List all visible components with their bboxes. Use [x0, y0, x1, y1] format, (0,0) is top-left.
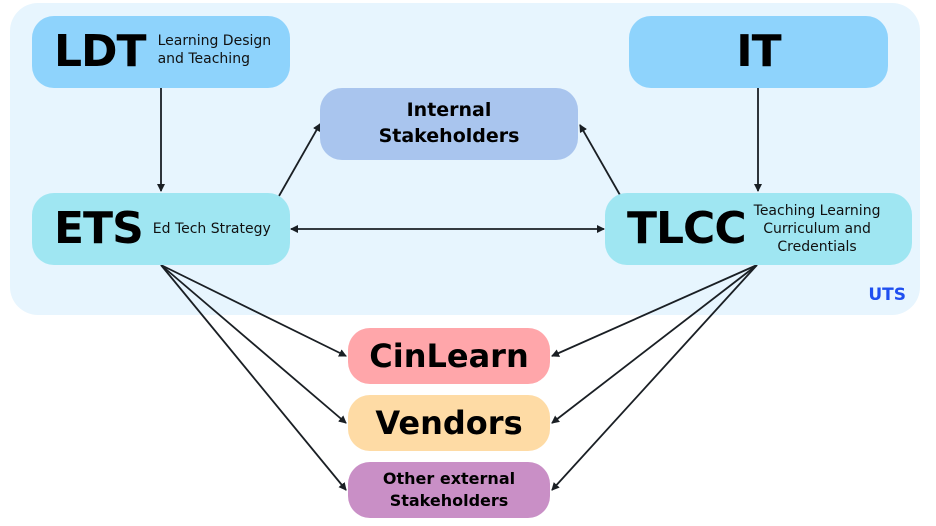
- ets-abbr: ETS: [54, 203, 144, 254]
- tlcc-desc-line1: Teaching Learning: [753, 202, 881, 219]
- internal-line2: Stakeholders: [378, 125, 520, 147]
- cinlearn-label: CinLearn: [369, 337, 529, 375]
- tlcc-abbr: TLCC: [627, 203, 747, 254]
- ldt-abbr: LDT: [54, 26, 147, 77]
- tlcc-desc-line3: Credentials: [777, 239, 857, 256]
- node-tlcc[interactable]: TLCC Teaching Learning Curriculum and Cr…: [605, 193, 912, 265]
- internal-line1: Internal: [406, 99, 492, 122]
- ets-desc: Ed Tech Strategy: [152, 220, 271, 237]
- node-ets[interactable]: ETS Ed Tech Strategy: [32, 193, 290, 265]
- internal-label: Internal Stakeholders: [379, 98, 520, 149]
- other-line1: Other external: [382, 469, 516, 489]
- tlcc-desc-line2: Curriculum and: [763, 220, 871, 237]
- node-ldt[interactable]: LDT Learning Design and Teaching: [32, 16, 290, 88]
- it-abbr: IT: [736, 26, 781, 77]
- ldt-desc-line1: Learning Design: [157, 32, 272, 49]
- node-cinlearn[interactable]: CinLearn: [348, 328, 550, 384]
- node-internal-stakeholders[interactable]: Internal Stakeholders: [320, 88, 578, 160]
- ldt-desc: Learning Design and Teaching: [158, 32, 272, 68]
- ldt-desc-line2: and Teaching: [157, 51, 250, 67]
- uts-label: UTS: [868, 285, 906, 305]
- other-line2: Stakeholders: [389, 491, 509, 510]
- other-label: Other external Stakeholders: [383, 468, 515, 511]
- node-other-external-stakeholders[interactable]: Other external Stakeholders: [348, 462, 550, 518]
- node-vendors[interactable]: Vendors: [348, 395, 550, 451]
- node-it[interactable]: IT: [629, 16, 888, 88]
- tlcc-desc: Teaching Learning Curriculum and Credent…: [754, 202, 881, 257]
- vendors-label: Vendors: [375, 404, 523, 442]
